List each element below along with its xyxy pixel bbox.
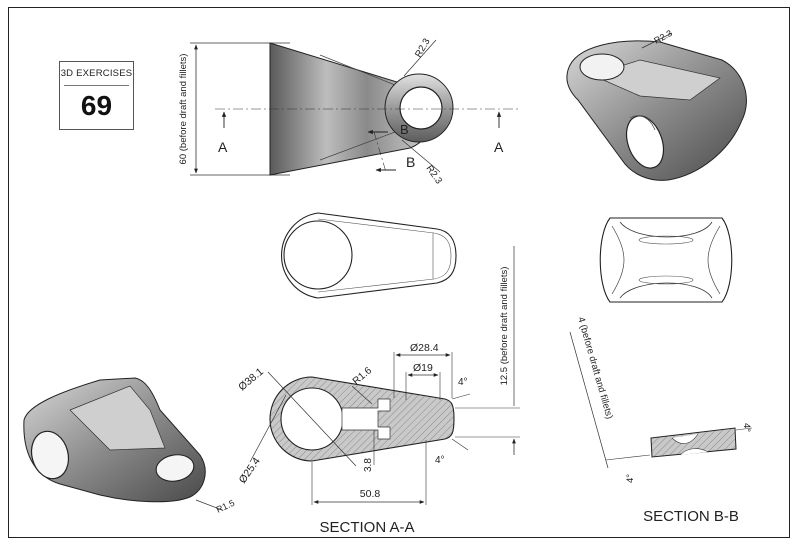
iso-tr-top-face <box>591 59 721 101</box>
angle-bottom: 4° <box>435 455 445 466</box>
section-bb: 4 (before draft and fillets) 4° 4° SECTI… <box>569 316 753 525</box>
side-view-outline <box>599 217 733 303</box>
iso-bl-top-face <box>69 385 166 451</box>
section-line-bb <box>373 131 387 173</box>
radius-r16: R1.6 <box>351 365 375 387</box>
section-letter-a-left: A <box>218 139 228 155</box>
dia-28: Ø28.4 <box>410 342 439 354</box>
badge-label: 3D EXERCISES <box>60 68 133 79</box>
iso-tr-radius-leader <box>641 32 673 49</box>
side-view <box>599 217 733 303</box>
front-view-fillet-line <box>317 218 452 293</box>
dia-19: Ø19 <box>413 362 433 374</box>
top-view-rib-edge-upper <box>319 54 396 86</box>
radius-r16-leader <box>351 385 373 405</box>
angle-top: 4° <box>458 377 468 388</box>
iso-bl-bore-top <box>155 454 195 482</box>
bb-angle-left: 4° <box>625 474 636 483</box>
front-view <box>281 212 457 299</box>
radius-top: R2.3 <box>413 37 433 60</box>
bb-thickness-leader <box>569 331 609 469</box>
side-view-ellipse-top <box>638 235 694 245</box>
iso-bl-bore-side <box>30 430 70 480</box>
side-view-ellipse-bottom <box>638 275 694 285</box>
section-aa-slot <box>341 398 391 440</box>
badge-number: 69 <box>80 90 113 121</box>
side-view-left-curve <box>611 225 625 295</box>
section-bb-title: SECTION B-B <box>643 508 739 525</box>
length-value: 50.8 <box>360 488 381 500</box>
iso-tr-bore-shade <box>629 115 656 131</box>
bb-angle-left-leader <box>605 454 651 461</box>
radius-bottom: R2.3 <box>424 163 445 186</box>
iso-bl-radius-leader <box>195 499 223 511</box>
section-aa: Ø38.1 Ø25.4 R1.6 Ø28.4 Ø19 4° 4° 12.5 (b… <box>236 246 520 536</box>
section-bb-groove-lower <box>679 448 709 456</box>
section-letter-b-lower: B <box>406 154 415 170</box>
drawing-frame <box>8 7 790 538</box>
dia-outer: Ø38.1 <box>236 366 266 394</box>
bb-angle-right-leader <box>735 427 753 431</box>
dia-outer-leader <box>267 371 357 467</box>
exercise-badge: 3D EXERCISES 69 <box>59 61 134 130</box>
height-note: 60 (before draft and fillets) <box>178 54 189 165</box>
top-view: 60 (before draft and fillets) A A B B R2… <box>178 37 520 186</box>
iso-view-top-right: R2.3 <box>566 28 747 181</box>
badge-divider <box>64 85 129 86</box>
section-aa-title: SECTION A-A <box>319 519 414 536</box>
angle-bottom-leader <box>451 438 469 451</box>
iso-view-bottom-left: R1.5 <box>23 377 236 515</box>
bb-angle-right: 4° <box>741 423 752 432</box>
angle-top-leader <box>451 393 471 400</box>
rib-thickness: 3.8 <box>363 458 374 472</box>
iso-bl-radius: R1.5 <box>215 498 236 515</box>
front-view-bore <box>283 220 353 290</box>
side-view-lower-arc <box>619 282 713 299</box>
thickness-note: 12.5 (before draft and fillets) <box>499 267 510 386</box>
top-view-bore <box>399 86 443 130</box>
section-letter-b-upper: B <box>400 122 409 137</box>
section-bb-groove-upper <box>671 433 699 444</box>
dia-inner: Ø25.4 <box>237 455 263 485</box>
section-letter-a-right: A <box>494 139 504 155</box>
radius-leader-bottom <box>401 139 441 173</box>
section-bb-body <box>650 427 737 458</box>
iso-tr-bore-top <box>579 53 625 81</box>
bb-thickness-note: 4 (before draft and fillets) <box>575 316 615 421</box>
top-view-rib-edge-lower <box>319 131 396 161</box>
side-view-right-curve <box>707 225 721 295</box>
side-view-upper-arc <box>619 221 713 238</box>
dia-inner-leader <box>249 394 287 463</box>
radius-leader-top <box>403 39 437 77</box>
